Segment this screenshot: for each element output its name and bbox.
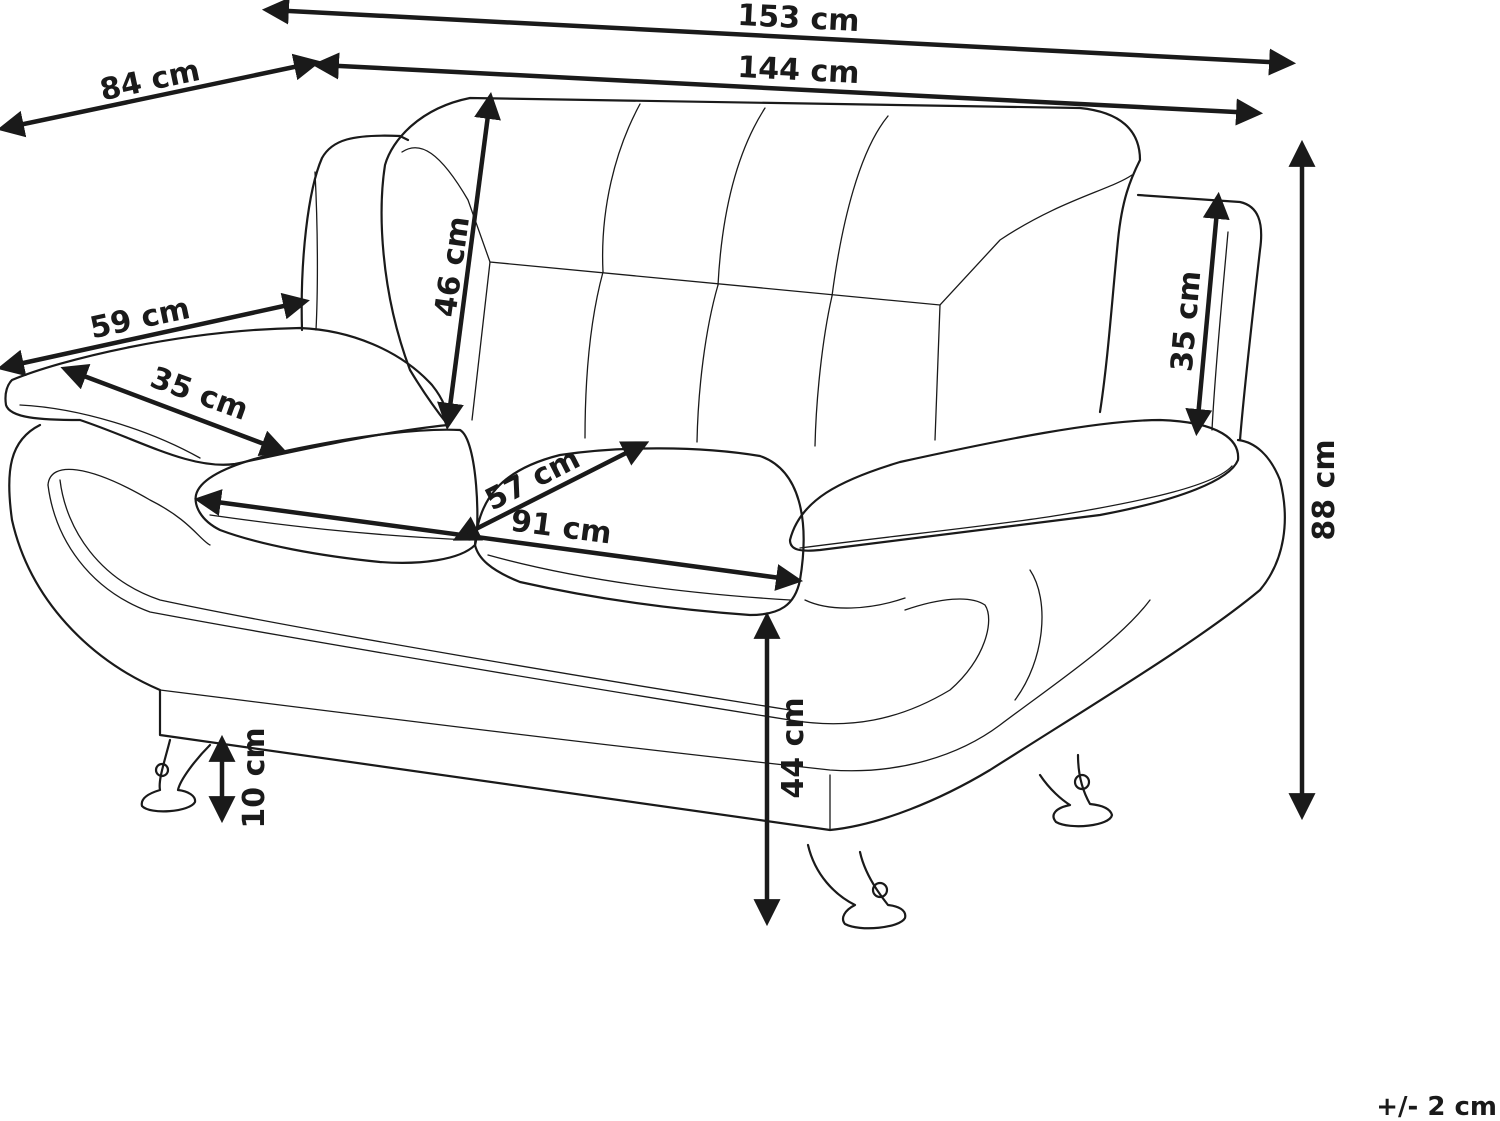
arrow-inner-width	[311, 52, 1264, 126]
arrow-depth	[0, 53, 321, 138]
sofa-drawing	[4, 96, 1286, 930]
arrow-seat-width	[193, 489, 804, 591]
label-total-height: 88 cm	[1307, 439, 1342, 540]
left-armrest-back	[300, 134, 410, 332]
arrow-armrest-height	[1185, 191, 1230, 437]
leg-back-right	[1038, 753, 1114, 828]
arrow-backrest-height	[437, 91, 501, 431]
right-armrest-back	[1136, 193, 1263, 442]
label-seat-height: 44 cm	[776, 697, 811, 798]
arrow-armrest-depth	[0, 292, 310, 377]
label-leg-height: 10 cm	[237, 727, 272, 828]
label-depth: 84 cm	[97, 53, 203, 108]
leg-front-left	[140, 738, 212, 813]
right-armrest-pad	[788, 418, 1240, 552]
label-backrest-height: 46 cm	[428, 214, 477, 319]
seat-cushion-left	[194, 428, 479, 564]
back-cushion	[380, 96, 1142, 427]
arrow-armrest-width	[60, 364, 288, 456]
dimension-arrows	[0, 0, 1316, 927]
label-total-width: 153 cm	[737, 0, 861, 39]
sofa-base	[8, 423, 1286, 832]
leg-front-right	[806, 843, 907, 930]
label-inner-width: 144 cm	[737, 50, 861, 91]
tolerance-note: +/- 2 cm	[1376, 1092, 1497, 1121]
